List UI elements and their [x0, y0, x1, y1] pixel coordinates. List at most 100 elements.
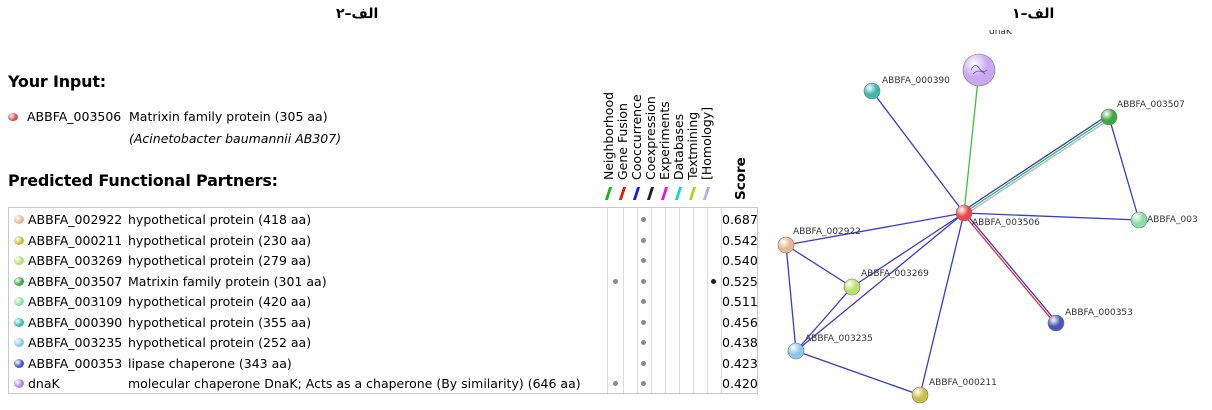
- table-row[interactable]: ABBFA_000211 hypothetical protein (230 aa…: [9, 231, 758, 252]
- partner-id[interactable]: ABBFA_000353: [28, 355, 123, 371]
- network-node[interactable]: ABBFA_000390: [863, 76, 950, 100]
- network-node[interactable]: ABBFA_003269: [843, 269, 929, 296]
- evidence-color-bar: [674, 187, 683, 200]
- evidence-header-label: [Homology]: [699, 106, 714, 180]
- partner-score: 0.525: [722, 273, 758, 289]
- partner-id[interactable]: ABBFA_003269: [28, 253, 123, 268]
- network-node[interactable]: ABBFA_002922: [777, 227, 861, 254]
- partner-description: lipase chaperone (343 aa): [128, 355, 292, 371]
- evidence-header-label: Experiments: [657, 101, 672, 180]
- table-grid-line: [637, 208, 638, 393]
- network-node[interactable]: ABBFA_003: [1130, 211, 1198, 229]
- table-row[interactable]: ABBFA_003235 hypothetical protein (252 aa…: [9, 333, 758, 354]
- network-node[interactable]: ABBFA_003235: [787, 334, 873, 360]
- partner-score: 0.420: [722, 376, 758, 391]
- evidence-dot: [641, 278, 646, 284]
- network-edge: [963, 116, 1110, 214]
- network-node-label: ABBFA_003507: [1117, 100, 1185, 110]
- caption-right: الف–۱: [1012, 6, 1055, 22]
- network-node[interactable]: ABBFA_000353: [1047, 308, 1133, 332]
- network-node[interactable]: dnaK: [962, 30, 1013, 87]
- network-edge: [964, 118, 1111, 216]
- network-node[interactable]: ABBFA_000211: [911, 378, 997, 404]
- node-dot-icon: [14, 317, 24, 327]
- network-node[interactable]: ABBFA_003507: [1100, 100, 1185, 126]
- partner-id[interactable]: ABBFA_003507: [28, 273, 123, 289]
- partner-id[interactable]: ABBFA_002922: [28, 212, 123, 227]
- evidence-header-label: Gene Fusion: [615, 103, 630, 180]
- network-edge: [785, 244, 797, 352]
- evidence-color-bar: [660, 187, 669, 200]
- table-grid-line: [693, 208, 694, 393]
- table-grid-line: [721, 208, 722, 393]
- input-organism: (Acinetobacter baumannii AB307): [129, 131, 342, 146]
- protein-structure-icon: [970, 65, 988, 75]
- table-row[interactable]: ABBFA_003109 hypothetical protein (420 aa…: [9, 292, 758, 313]
- node-dot-icon: [14, 215, 24, 224]
- network-node-circle[interactable]: [777, 236, 795, 254]
- evidence-header-label: Textmining: [685, 111, 700, 180]
- input-protein-id[interactable]: ABBFA_003506: [27, 109, 122, 124]
- node-dot-icon: [14, 235, 24, 245]
- evidence-dot: [613, 381, 618, 386]
- evidence-dot: [711, 278, 716, 284]
- evidence-color-bar: [632, 187, 641, 200]
- evidence-dot: [641, 360, 646, 366]
- network-node-label: ABBFA_002922: [793, 227, 861, 237]
- network-edge: [919, 212, 965, 396]
- partner-description: hypothetical protein (420 aa): [128, 294, 312, 309]
- network-node-circle[interactable]: [911, 386, 929, 404]
- evidence-color-bar: [618, 187, 627, 200]
- table-row[interactable]: ABBFA_000353 lipase chaperone (343 aa) 0.4…: [9, 354, 758, 375]
- network-node-circle[interactable]: [843, 278, 861, 296]
- table-grid-line: [623, 208, 624, 393]
- node-dot-icon: [14, 358, 24, 368]
- table-grid-line: [651, 208, 652, 393]
- partner-description: hypothetical protein (252 aa): [128, 335, 312, 350]
- partner-id[interactable]: ABBFA_000211: [28, 232, 123, 248]
- partner-description: hypothetical protein (230 aa): [128, 232, 312, 248]
- network-node-circle[interactable]: [1100, 108, 1118, 126]
- input-protein-description: Matrixin family protein (305 aa): [129, 109, 328, 124]
- partner-id[interactable]: ABBFA_000390: [28, 314, 123, 330]
- partner-id[interactable]: ABBFA_003109: [28, 294, 123, 309]
- partner-id[interactable]: ABBFA_003235: [28, 335, 123, 350]
- input-node-dot-icon: [8, 113, 18, 121]
- network-node-label: ABBFA_000211: [929, 378, 997, 388]
- table-grid-line: [665, 208, 666, 393]
- network-node[interactable]: ABBFA_003506: [955, 204, 1040, 228]
- table-row[interactable]: ABBFA_000390 hypothetical protein (355 aa…: [9, 313, 758, 334]
- evidence-dot: [641, 299, 646, 304]
- network-edge: [795, 212, 965, 352]
- partner-id[interactable]: dnaK: [28, 376, 60, 391]
- your-input-title: Your Input:: [8, 72, 106, 91]
- evidence-dot: [641, 258, 646, 263]
- partner-score: 0.423: [722, 355, 758, 371]
- network-node-circle[interactable]: [955, 204, 973, 222]
- network-edge: [964, 211, 1058, 323]
- network-node-circle[interactable]: [1130, 211, 1148, 229]
- network-node-label: ABBFA_003506: [972, 218, 1040, 228]
- network-node-circle[interactable]: [1047, 314, 1065, 332]
- network-node-circle[interactable]: [962, 53, 996, 87]
- node-dot-icon: [14, 276, 24, 286]
- evidence-dot: [641, 340, 646, 345]
- network-node-circle[interactable]: [787, 342, 805, 360]
- network-edge: [851, 212, 965, 288]
- evidence-header-label: Cooccurrence: [629, 94, 644, 180]
- evidence-header-7: [Homology]: [699, 72, 716, 200]
- evidence-dot: [641, 237, 646, 243]
- network-node-circle[interactable]: [863, 82, 881, 100]
- evidence-color-bar: [702, 187, 711, 200]
- network-edge: [962, 213, 1056, 325]
- evidence-dot: [613, 278, 618, 284]
- network-node-label: dnaK: [989, 30, 1013, 37]
- partner-description: hypothetical protein (355 aa): [128, 314, 312, 330]
- partner-score: 0.438: [722, 335, 758, 350]
- network-edge: [785, 212, 965, 246]
